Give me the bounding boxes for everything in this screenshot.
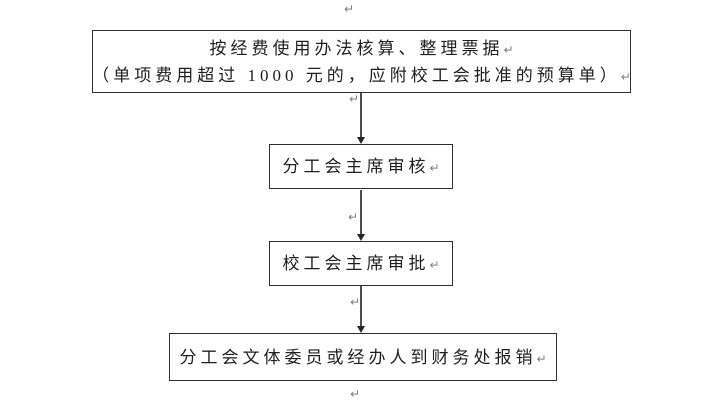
line-break-mark: ↵ [536, 351, 547, 366]
flow-node-step4-line1: 分工会文体委员或经办人到财务处报销↵ [179, 344, 546, 371]
flow-node-step4-text: 分工会文体委员或经办人到财务处报销 [179, 347, 537, 367]
flow-node-step1-line1: 按经费使用办法核算、整理票据↵ [209, 35, 513, 62]
flow-node-step1-text1: 按经费使用办法核算、整理票据 [209, 38, 504, 58]
arrow-shaft [360, 93, 362, 137]
paragraph-break-mark: ↵ [349, 92, 360, 106]
flow-node-step3-text: 校工会主席审批 [282, 254, 430, 273]
line-break-mark: ↵ [620, 69, 631, 84]
arrow-down-icon [356, 326, 365, 333]
flow-node-step3: 校工会主席审批↵ [269, 241, 453, 286]
flow-node-step2-text: 分工会主席审核 [282, 157, 430, 176]
arrow-down-icon [356, 137, 365, 144]
paragraph-break-mark: ↵ [344, 2, 355, 16]
flow-node-step1-text2: （单项费用超过 1000 元的，应附校工会批准的预算单） [92, 65, 621, 85]
flow-node-step1: 按经费使用办法核算、整理票据↵ （单项费用超过 1000 元的，应附校工会批准的… [92, 30, 631, 93]
flow-node-step2-line1: 分工会主席审核↵ [282, 153, 439, 180]
arrow-shaft [360, 190, 362, 234]
flow-node-step4: 分工会文体委员或经办人到财务处报销↵ [169, 333, 557, 381]
line-break-mark: ↵ [429, 258, 440, 272]
flow-node-step2: 分工会主席审核↵ [269, 144, 453, 189]
paragraph-break-mark: ↵ [350, 387, 361, 401]
paragraph-break-mark: ↵ [350, 295, 361, 309]
paragraph-break-mark: ↵ [348, 210, 359, 224]
line-break-mark: ↵ [429, 161, 440, 175]
line-break-mark: ↵ [503, 42, 514, 57]
arrow-shaft [360, 286, 362, 326]
arrow-down-icon [356, 234, 365, 241]
flow-node-step3-line1: 校工会主席审批↵ [282, 250, 439, 277]
flow-node-step1-line2: （单项费用超过 1000 元的，应附校工会批准的预算单）↵ [92, 62, 631, 89]
